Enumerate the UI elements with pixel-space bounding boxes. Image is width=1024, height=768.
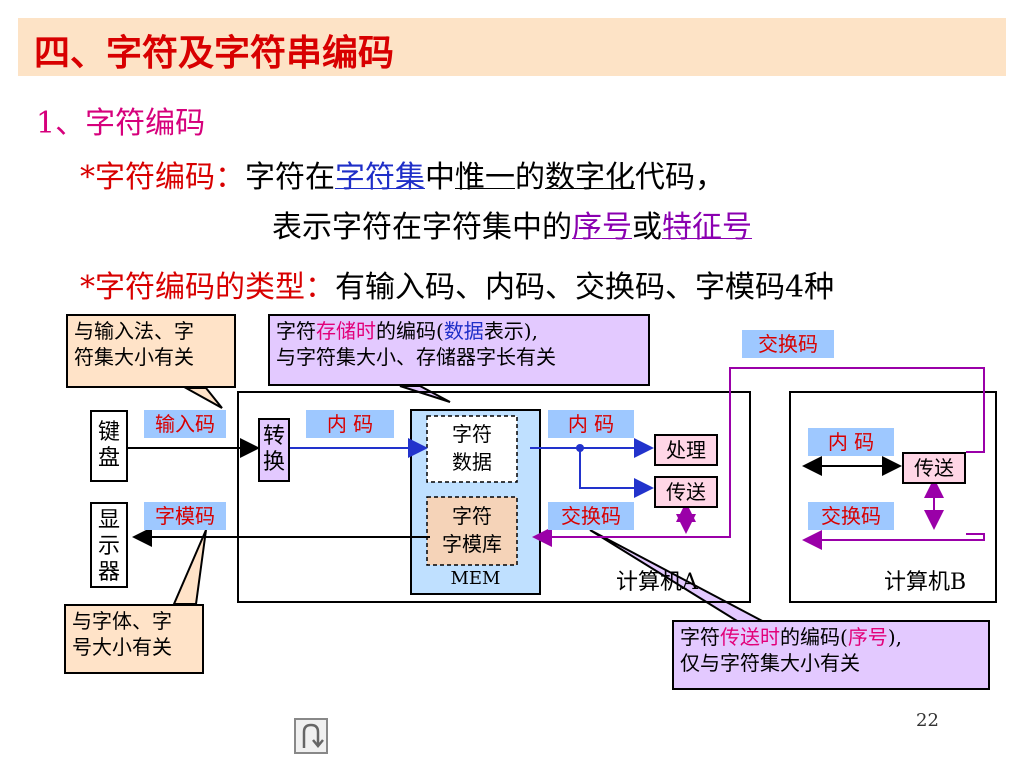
callout-transfer-pre: 字符 [680, 625, 720, 649]
callout-storage-data: 数据 [443, 319, 484, 343]
mem-font-library: 字符 字模库 [442, 504, 502, 556]
callout-font-line1: 与字体、字 [72, 609, 172, 633]
label-exchange-top: 交换码 [742, 330, 834, 358]
convert-box: 转换 [258, 418, 290, 482]
callout-storage-line2: 与字符集大小、存储器字长有关 [276, 345, 556, 369]
callout-transfer-end: ), [887, 625, 902, 649]
label-inner-code-a2: 内 码 [548, 410, 634, 438]
types-text: 有输入码、内码、交换码、字模码4种 [335, 270, 835, 305]
callout-input-method: 与输入法、字 符集大小有关 [66, 314, 236, 388]
definition-sequence: 序号 [572, 210, 632, 245]
computer-b-label: 计算机B [884, 570, 967, 595]
definition-unique: 惟一 [455, 160, 515, 195]
callout-transfer-line2: 仅与字符集大小有关 [680, 651, 860, 675]
return-icon[interactable] [294, 718, 328, 754]
definition-text-b3: 或 [632, 210, 662, 245]
definition-digital: 数字化 [545, 160, 635, 195]
definition-text-5: 的 [515, 160, 545, 195]
callout-transfer: 字符传送时的编码(序号), 仅与字符集大小有关 [672, 620, 990, 690]
callout-transfer-line1: 字符传送时的编码(序号), [680, 624, 982, 650]
callout-storage-pre: 字符 [276, 319, 316, 343]
label-inner-code-b: 内 码 [808, 428, 894, 456]
callout-transfer-seq: 序号 [847, 625, 888, 649]
definition-line-1: *字符编码：字符在字符集中惟一的数字化代码， [80, 152, 725, 196]
callout-input-line2: 符集大小有关 [74, 345, 194, 369]
callout-storage-end: 表示), [483, 319, 538, 343]
label-exchange-code-a: 交换码 [548, 502, 634, 530]
mem-char-data: 字符 数据 [452, 422, 492, 474]
display-box: 显示器 [90, 502, 128, 588]
transfer-box-b: 传送 [902, 452, 966, 484]
callout-transfer-mid: 的编码( [780, 625, 848, 649]
keyboard-label: 键盘 [98, 420, 121, 471]
display-label: 显示器 [98, 508, 121, 585]
types-lead: *字符编码的类型： [80, 270, 335, 305]
label-exchange-code-b: 交换码 [808, 502, 894, 530]
mem-label: MEM [450, 568, 501, 589]
label-input-code: 输入码 [144, 410, 226, 438]
label-inner-code-a: 内 码 [306, 410, 394, 438]
transfer-box-a: 传送 [654, 476, 718, 508]
definition-text-1: 字符在 [245, 160, 335, 195]
definition-lead: *字符编码： [80, 160, 245, 195]
callout-input-line1: 与输入法、字 [74, 319, 194, 343]
types-line: *字符编码的类型：有输入码、内码、交换码、字模码4种 [80, 262, 834, 306]
callout-storage-mid: 的编码( [376, 319, 444, 343]
definition-text-7: 代码， [635, 160, 725, 195]
title-bar [18, 18, 1006, 76]
page-title: 四、字符及字符串编码 [34, 33, 395, 74]
callout-storage: 字符存储时的编码(数据表示), 与字符集大小、存储器字长有关 [268, 314, 650, 386]
section-heading: 1、字符编码 [36, 106, 206, 141]
definition-text-b1: 表示字符在字符集中的 [272, 210, 572, 245]
definition-feature: 特征号 [662, 210, 752, 245]
computer-a-label: 计算机A [616, 570, 698, 595]
definition-text-3: 中 [425, 160, 455, 195]
label-font-code: 字模码 [144, 502, 226, 530]
process-box: 处理 [654, 434, 718, 466]
callout-transfer-highlight: 传送时 [720, 625, 780, 649]
callout-font: 与字体、字 号大小有关 [64, 604, 204, 674]
keyboard-box: 键盘 [90, 410, 128, 482]
callout-storage-line1: 字符存储时的编码(数据表示), [276, 318, 642, 344]
definition-charset: 字符集 [335, 160, 425, 195]
callout-storage-highlight: 存储时 [316, 319, 376, 343]
page-number: 22 [916, 710, 939, 731]
callout-font-line2: 号大小有关 [72, 635, 172, 659]
convert-label: 转换 [263, 424, 286, 475]
definition-line-2: 表示字符在字符集中的序号或特征号 [272, 202, 752, 246]
